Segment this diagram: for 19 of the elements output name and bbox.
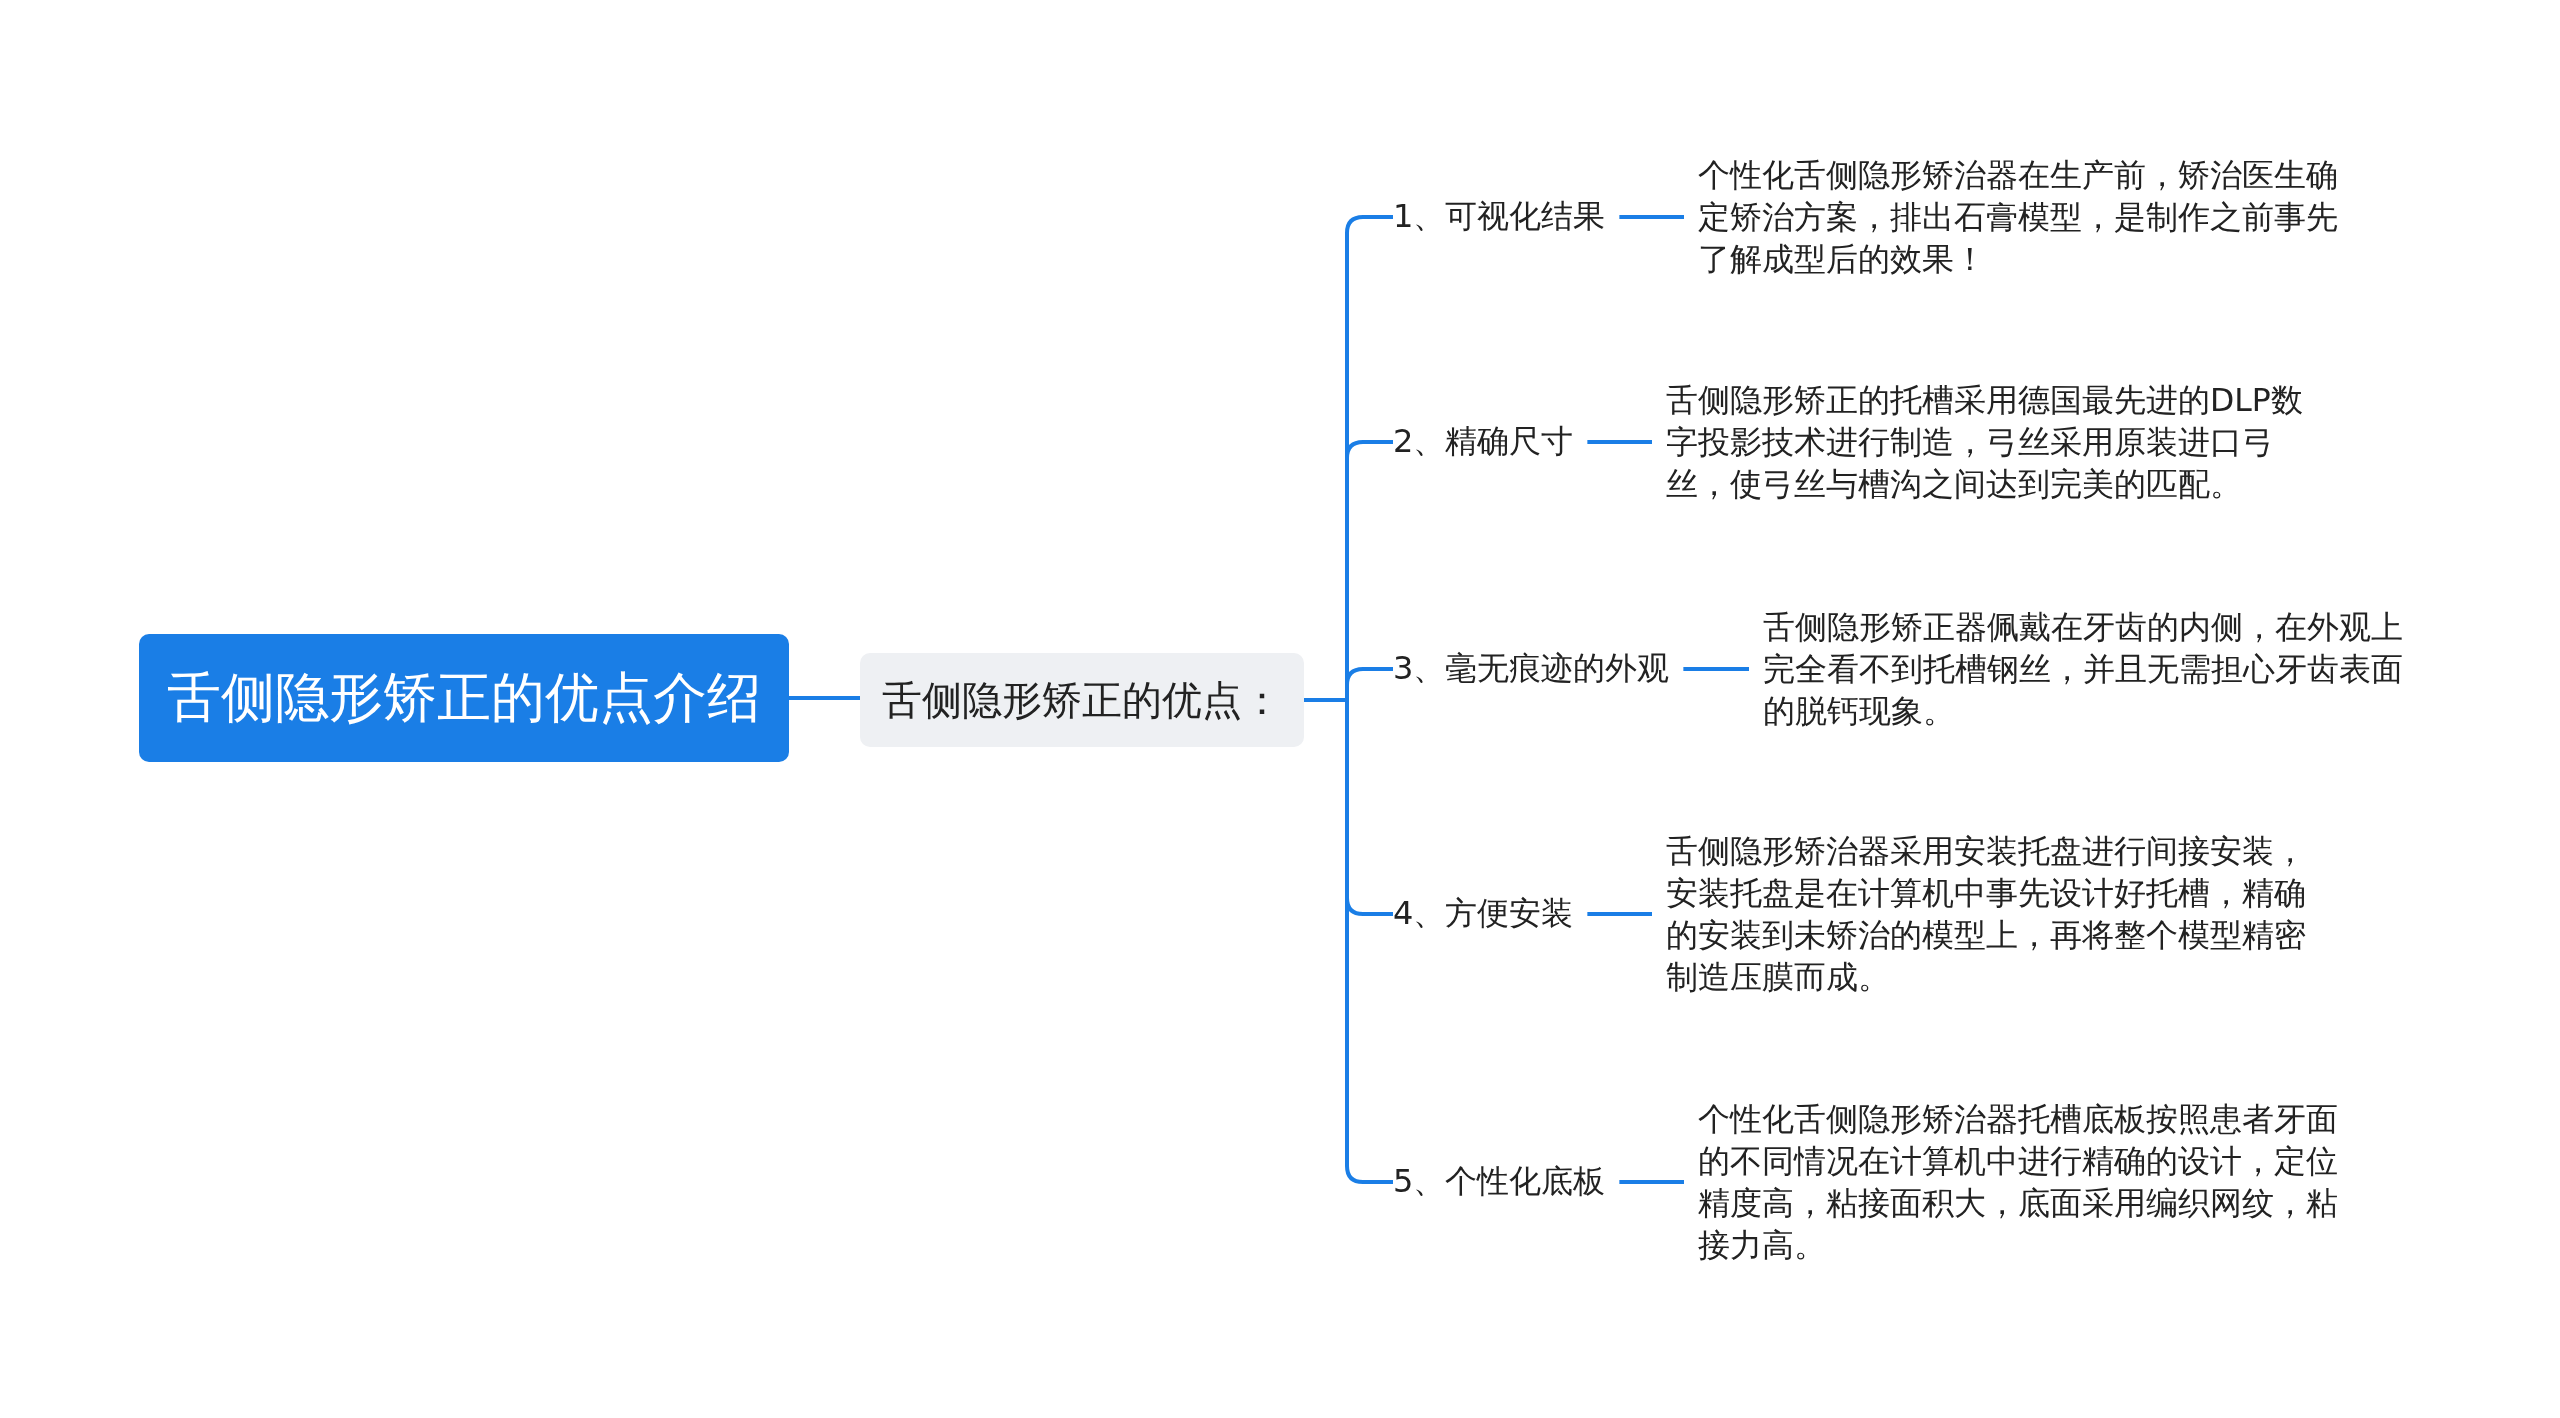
main-topic-box: 舌侧隐形矫正的优点： (860, 653, 1304, 747)
description-text: 舌侧隐形矫治器采用安装托盘进行间接安装，安装托盘是在计算机中事先设计好托槽，精确的安装到未矫治的模型上，再将整个模型精密制造压膜而成。 (1666, 833, 2306, 995)
connector-line (1587, 440, 1652, 444)
description-text: 舌侧隐形矫正的托槽采用德国最先进的DLP数字投影技术进行制造，弓丝采用原装进口弓丝，使弓丝与槽沟之间达到完美的匹配。 (1666, 382, 2303, 502)
description-text: 个性化舌侧隐形矫治器在生产前，矫治医生确定矫治方案，排出石膏模型，是制作之前事先了解成型后的效果！ (1698, 157, 2338, 277)
connector-line (789, 696, 860, 700)
connector-line (1619, 1180, 1684, 1184)
description-text: 舌侧隐形矫正器佩戴在牙齿的内侧，在外观上完全看不到托槽钢丝，并且无需担心牙齿表面的脱钙现象。 (1763, 609, 2403, 729)
subtopic-label: 5、个性化底板 (1393, 1162, 1606, 1200)
central-topic-box: 舌侧隐形矫正的优点介绍 (139, 634, 789, 762)
subtopic-label: 3、毫无痕迹的外观 (1393, 649, 1670, 687)
subtopic-label: 2、精确尺寸 (1393, 422, 1574, 460)
connector-line (1619, 215, 1684, 219)
subtopic-label: 1、可视化结果 (1393, 197, 1606, 235)
description-text: 个性化舌侧隐形矫治器托槽底板按照患者牙面的不同情况在计算机中进行精确的设计，定位精度高，粘接面积大，底面采用编织网纹，粘接力高。 (1698, 1101, 2338, 1263)
subtopic-label: 4、方便安装 (1393, 894, 1574, 932)
connector-line (1587, 912, 1652, 916)
connector-line (1683, 667, 1749, 671)
connector-line (1304, 698, 1393, 1184)
